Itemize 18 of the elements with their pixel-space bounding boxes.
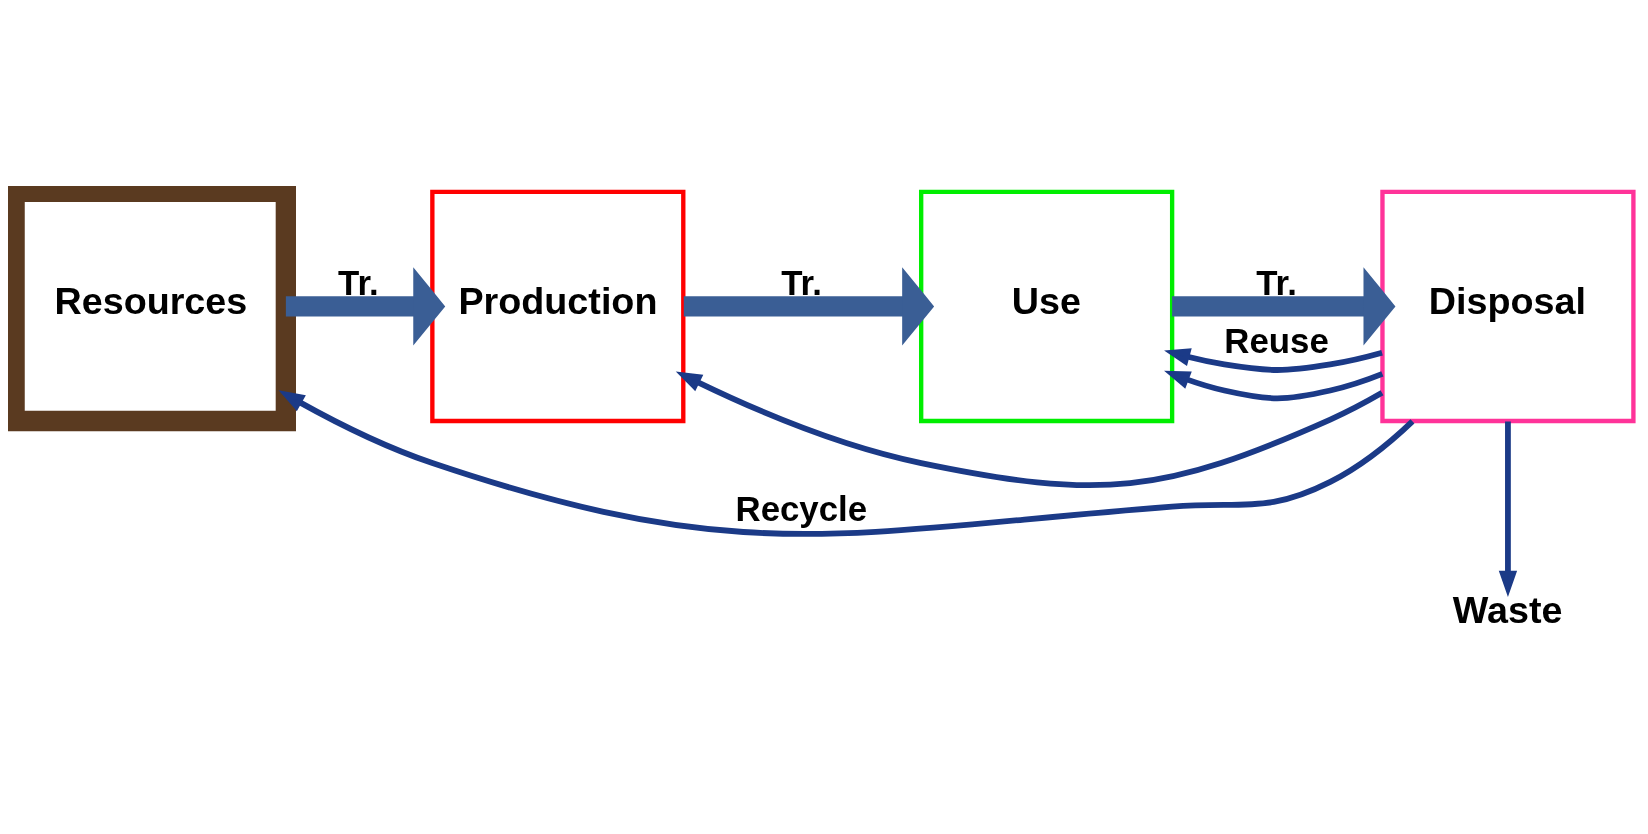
arrow xyxy=(675,371,1384,488)
node-box: Resources xyxy=(8,186,296,432)
edge-label: Tr. xyxy=(781,263,822,303)
node-box: Disposal xyxy=(1380,189,1636,424)
arrow xyxy=(683,267,935,346)
node-box: Production xyxy=(430,189,686,424)
arrow xyxy=(1172,267,1396,346)
edge-label: Tr. xyxy=(338,263,379,303)
edge-label: Reuse xyxy=(1224,321,1329,361)
edge-label: Tr. xyxy=(1256,263,1297,303)
node-box: Use xyxy=(919,189,1175,424)
arrow xyxy=(1498,421,1518,597)
arrow xyxy=(1164,370,1384,402)
node-text: Waste xyxy=(1452,589,1563,632)
edge-label: Recycle xyxy=(735,489,868,529)
arrow xyxy=(278,390,1415,537)
arrow xyxy=(1164,348,1383,373)
arrow xyxy=(285,267,446,346)
